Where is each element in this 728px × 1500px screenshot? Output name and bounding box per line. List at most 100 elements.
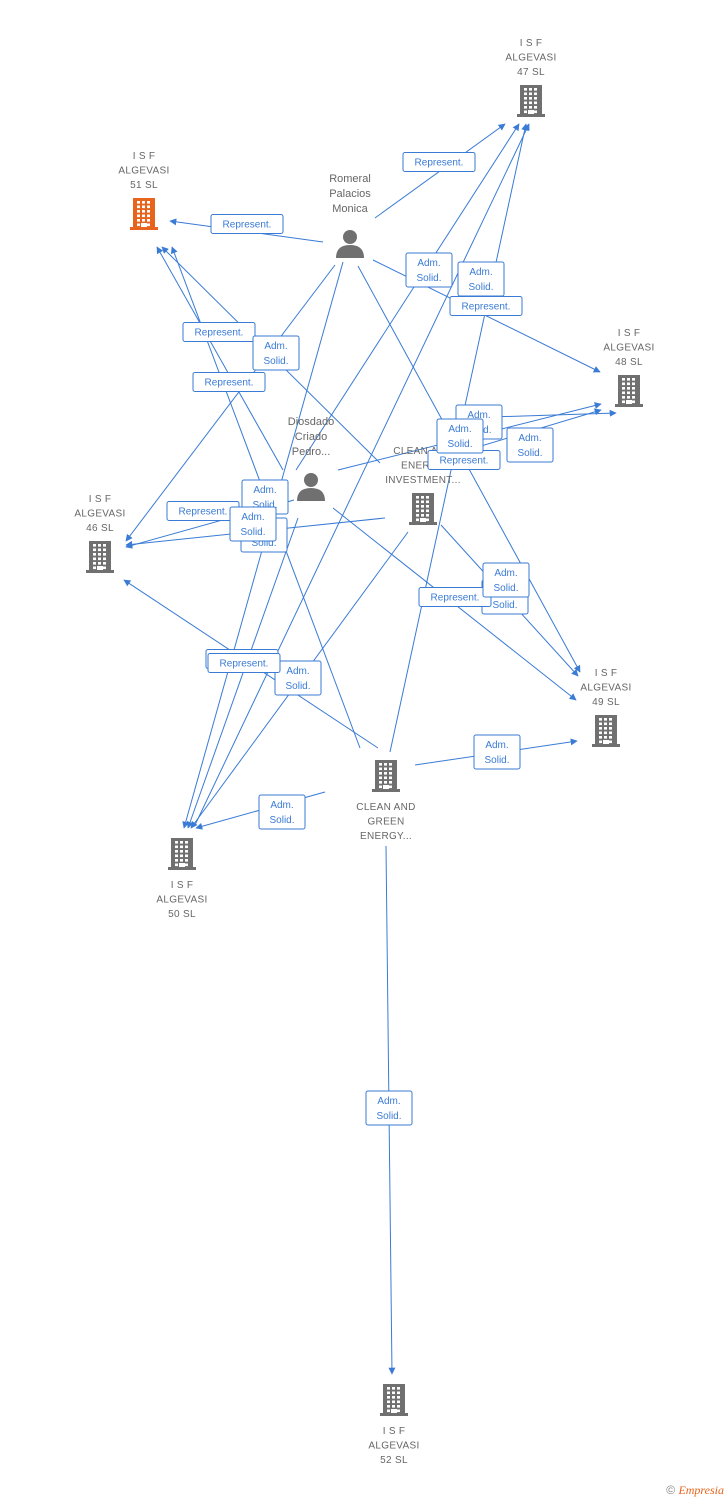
node-label: ENERGY <box>401 461 445 472</box>
person-icon <box>336 230 364 258</box>
node-label: I S F <box>171 880 194 891</box>
edge-label-text: Solid. <box>493 583 518 594</box>
edge-label-text: Solid. <box>447 439 472 450</box>
node-label: 51 SL <box>130 180 158 191</box>
node-label: 50 SL <box>168 909 196 920</box>
building-icon <box>86 541 114 573</box>
edge-label-text: Adm. <box>377 1096 400 1107</box>
edge-label-text: Adm. <box>417 258 440 269</box>
edge-label-text: Represent. <box>223 220 272 231</box>
node-cleangreen[interactable]: CLEAN ANDGREENENERGY... <box>356 760 415 842</box>
edge-label-text: Represent. <box>220 659 269 670</box>
edge-label-text: Adm. <box>264 341 287 352</box>
node-label: I S F <box>618 328 641 339</box>
edge-label-text: Represent. <box>195 328 244 339</box>
edge-label-diosdado-isf51[interactable]: Represent. <box>182 322 256 342</box>
edge-label-text: Adm. <box>270 800 293 811</box>
edge-label-cleaninv-isf49[interactable]: Adm. Solid. <box>482 562 530 598</box>
edge-label-box <box>405 252 453 288</box>
edge-label-cleaninv-isf46[interactable]: Adm.Solid. <box>229 506 277 542</box>
building-icon <box>592 715 620 747</box>
copyright-icon: © <box>666 1483 676 1497</box>
edge-label-cleangreen-isf49[interactable]: Adm. Solid. <box>473 734 521 770</box>
node-label: ALGEVASI <box>505 53 556 64</box>
edge-label-cleaninv-isf50[interactable]: Adm.Solid. <box>274 660 322 696</box>
edge-label-text: Adm. <box>253 485 276 496</box>
edge-label-cleangreen-isf50[interactable]: Adm.Solid. <box>258 794 306 830</box>
edge-label-box <box>473 734 521 770</box>
node-label: Diosdado <box>288 416 334 428</box>
edge-label-text: Solid. <box>251 538 276 549</box>
edge-label-romeral-isf46[interactable]: Represent. <box>192 372 266 392</box>
edge-label-box <box>457 261 505 297</box>
node-label: ALGEVASI <box>368 1441 419 1452</box>
edge-label-romeral-isf51[interactable]: Represent. <box>210 214 284 234</box>
node-label: 48 SL <box>615 357 643 368</box>
brand-logo[interactable]: Empresia <box>678 1483 724 1497</box>
edge-label-diosdado-isf47[interactable]: Adm.Solid. <box>241 479 289 515</box>
node-label: I S F <box>520 38 543 49</box>
edge-label-romeral-isf50[interactable]: Adm.Solid. <box>457 261 505 297</box>
building-icon <box>168 838 196 870</box>
edge-label-box <box>207 653 281 673</box>
edge-label-box <box>182 322 256 342</box>
edge-label-romeral-isf47[interactable]: Represent. <box>402 152 476 172</box>
edge-label-cleaninv-isf51[interactable]: Adm.Solid. <box>252 335 300 371</box>
edge-label-box <box>436 418 484 454</box>
edge-label-text: Adm. <box>494 568 517 579</box>
edge-label-cleangreen-isf52[interactable]: Adm. Solid. <box>365 1090 413 1126</box>
edge-label-romeral-isf48[interactable]: Represent. <box>449 296 523 316</box>
edge-label-text: Adm. <box>286 666 309 677</box>
node-label: 49 SL <box>592 697 620 708</box>
node-isf49[interactable]: I S F ALGEVASI 49 SL <box>580 668 631 747</box>
edge-diosdado-isf47 <box>295 123 520 471</box>
person-icon <box>297 473 325 501</box>
edge-label-text: Represent. <box>431 593 480 604</box>
building-icon <box>615 375 643 407</box>
node-isf47[interactable]: I S F ALGEVASI 47 SL <box>505 38 556 117</box>
edge-label-text: Adm. <box>448 424 471 435</box>
edge-label-diosdado-isf49[interactable]: Represent. <box>418 587 492 607</box>
node-label: INVESTMENT... <box>385 475 461 486</box>
edge-label-text: Solid. <box>376 1111 401 1122</box>
edge-label-box <box>258 794 306 830</box>
edge-label-text: Adm. <box>241 512 264 523</box>
edge-diosdado-isf51 <box>156 246 284 471</box>
building-icon <box>517 85 545 117</box>
node-label: Criado <box>295 431 327 443</box>
node-label: ALGEVASI <box>74 509 125 520</box>
edge-label-box <box>252 335 300 371</box>
node-label: Monica <box>332 203 368 215</box>
edge-label-box <box>402 152 476 172</box>
node-label: Palacios <box>329 188 371 200</box>
node-label: Pedro... <box>292 446 331 458</box>
edge-isf50-isf47 <box>194 123 530 826</box>
edge-label-text: Solid. <box>484 755 509 766</box>
edge-label-cleaninv-isf48[interactable]: Adm.Solid. <box>506 427 554 463</box>
node-diosdado[interactable]: DiosdadoCriadoPedro... <box>288 416 334 501</box>
node-label: 47 SL <box>517 67 545 78</box>
edges-layer <box>123 123 617 1375</box>
edge-label-diosdado-isf46[interactable]: Represent. <box>166 501 240 521</box>
node-label: I S F <box>595 668 618 679</box>
edge-label-text: Solid. <box>492 600 517 611</box>
edge-label-cleangreen-isf51[interactable]: Adm. Solid. <box>436 418 484 454</box>
edge-label-isf50-isf47[interactable]: Represent. <box>207 653 281 673</box>
edge-label-text: Represent. <box>205 378 254 389</box>
node-cleaninv[interactable]: CLEAN ANDENERGYINVESTMENT... <box>385 446 461 525</box>
edge-label-box <box>192 372 266 392</box>
edge-label-text: Solid. <box>468 282 493 293</box>
edge-label-text: Represent. <box>415 158 464 169</box>
edge-label-text: Adm. <box>485 740 508 751</box>
edge-label-cleangreen-isf48[interactable]: Adm.Solid. <box>405 252 453 288</box>
edge-label-text: Represent. <box>462 302 511 313</box>
node-label: ALGEVASI <box>580 683 631 694</box>
